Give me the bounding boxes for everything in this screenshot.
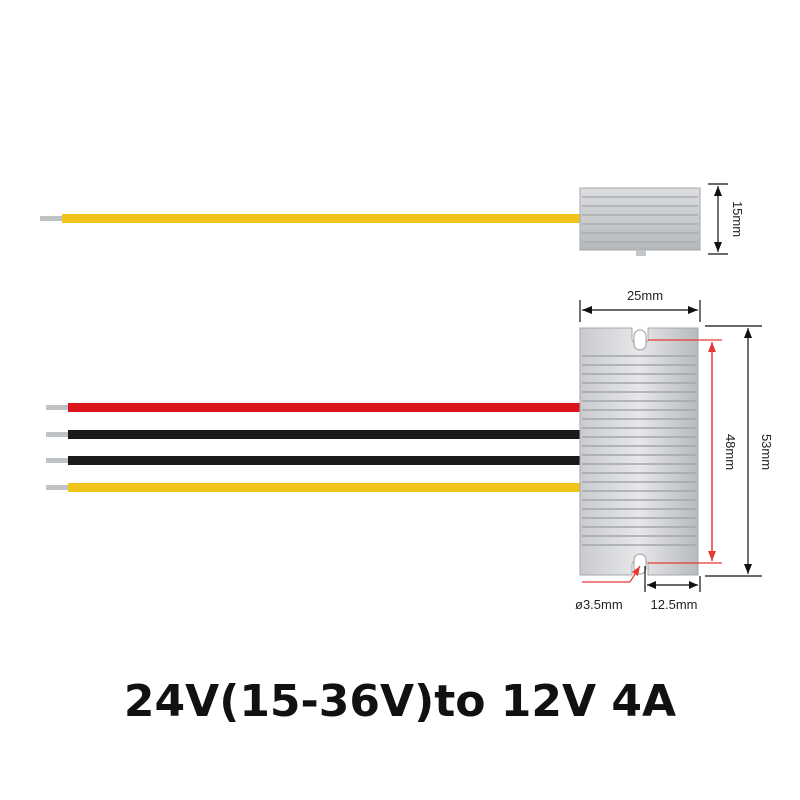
dimension-hole-diameter: ø3.5mm — [575, 565, 641, 612]
top-view: 25mm 48mm 53mm ø3.5mm — [46, 288, 774, 612]
wire-tip-3 — [46, 458, 70, 463]
label-width-top: 25mm — [627, 288, 663, 303]
dimension-width-top: 25mm — [579, 288, 701, 322]
mounting-hole-top — [633, 329, 647, 351]
side-wire-tip — [40, 216, 64, 221]
case-fins — [582, 355, 696, 546]
wire-black-1 — [68, 430, 582, 439]
dimension-hole-offset: 12.5mm — [644, 566, 701, 612]
dimension-height-side: 15mm — [708, 183, 745, 255]
wire-red — [68, 403, 582, 412]
wire-tip-4 — [46, 485, 70, 490]
side-wire-yellow — [62, 214, 582, 223]
wire-tip-1 — [46, 405, 70, 410]
label-length-total: 53mm — [759, 434, 774, 470]
side-view: 15mm — [40, 183, 745, 256]
side-case — [579, 187, 701, 256]
label-height-side: 15mm — [730, 201, 745, 237]
label-hole-offset: 12.5mm — [651, 597, 698, 612]
dimension-hole-spacing: 48mm — [648, 339, 738, 564]
wire-yellow — [68, 483, 582, 492]
label-hole-diameter: ø3.5mm — [575, 597, 623, 612]
wire-black-2 — [68, 456, 582, 465]
wire-tip-2 — [46, 432, 70, 437]
product-caption: 24V(15-36V)to 12V 4A — [123, 676, 677, 727]
dimension-length-total: 53mm — [705, 325, 774, 577]
label-hole-spacing: 48mm — [723, 434, 738, 470]
top-case — [579, 327, 699, 576]
